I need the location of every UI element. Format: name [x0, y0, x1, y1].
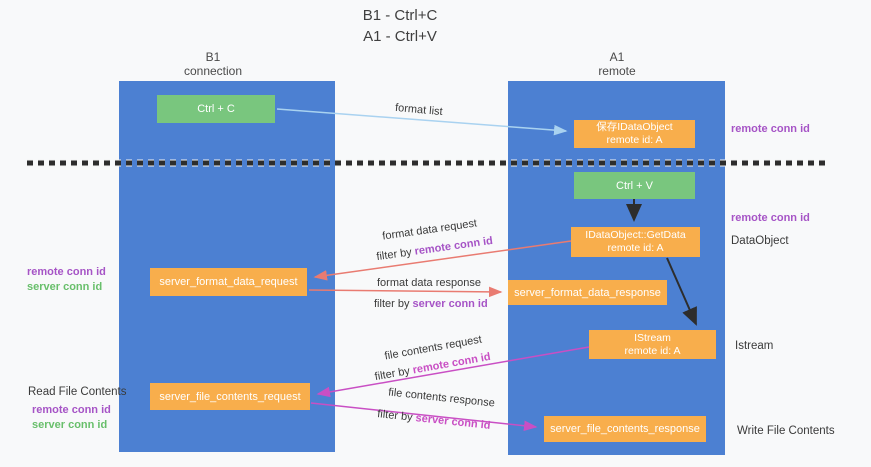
node-istream-line2: remote id: A — [624, 344, 681, 357]
lane-b1-role: connection — [183, 64, 243, 78]
filter-prefix: filter by — [373, 364, 414, 384]
filter-key-server-conn-id: server conn id — [412, 298, 488, 310]
label-right-remote-conn-id-top: remote conn id — [731, 123, 810, 135]
node-istream-line1: IStream — [634, 331, 671, 344]
filter-key-server-conn-id: server conn id — [414, 412, 492, 432]
arrow-format-data-response — [308, 286, 503, 298]
label-right-remote-conn-id-mid: remote conn id — [731, 212, 810, 224]
lane-b1-name: B1 — [205, 50, 221, 64]
title-line-2: A1 - Ctrl+V — [363, 28, 437, 45]
title-line-1: B1 - Ctrl+C — [362, 7, 438, 24]
label-read-file-contents: Read File Contents — [28, 386, 127, 398]
label-left-conn-ids-bottom: remote conn id server conn id — [32, 403, 111, 433]
node-getdata-line1: IDataObject::GetData — [585, 229, 686, 241]
node-ctrl-c: Ctrl + C — [157, 95, 275, 123]
label-left-conn-ids-top: remote conn id server conn id — [27, 265, 106, 295]
node-idataobject-getdata: IDataObject::GetData remote id: A — [571, 227, 700, 257]
label-istream: Istream — [735, 340, 774, 352]
node-server-file-contents-request: server_file_contents_request — [150, 383, 310, 410]
label-file-contents-response-filter: filter by server conn id — [377, 408, 491, 432]
lane-a1-name: A1 — [609, 50, 625, 64]
node-save-idataobject: 保存IDataObject remote id: A — [574, 120, 695, 148]
label-left-server-conn-id-bottom: server conn id — [32, 419, 108, 431]
node-ctrl-v: Ctrl + V — [574, 172, 695, 199]
label-write-file-contents: Write File Contents — [737, 425, 835, 437]
node-getdata-line2: remote id: A — [607, 242, 664, 254]
node-format-response-label: server_format_data_response — [514, 286, 661, 299]
node-file-response-label: server_file_contents_response — [550, 423, 700, 435]
node-ctrl-c-label: Ctrl + C — [197, 103, 235, 115]
node-save-idataobject-line2: remote id: A — [606, 134, 663, 146]
filter-prefix: filter by — [374, 298, 413, 310]
label-format-data-response: format data response — [377, 277, 481, 289]
node-file-request-label: server_file_contents_request — [159, 390, 301, 403]
node-server-format-data-request: server_format_data_request — [150, 268, 307, 296]
node-istream: IStream remote id: A — [589, 330, 716, 359]
node-server-format-data-response: server_format_data_response — [508, 280, 667, 305]
label-left-remote-conn-id-top: remote conn id — [27, 266, 106, 278]
node-ctrl-v-label: Ctrl + V — [616, 179, 653, 192]
label-left-remote-conn-id-bottom: remote conn id — [32, 404, 111, 416]
filter-prefix: filter by — [376, 408, 417, 425]
label-format-list: format list — [394, 101, 444, 119]
node-format-request-label: server_format_data_request — [159, 276, 298, 288]
label-file-contents-response: file contents response — [387, 386, 496, 410]
node-server-file-contents-response: server_file_contents_response — [544, 416, 706, 442]
label-dataobject: DataObject — [731, 235, 789, 247]
filter-key-remote-conn-id: remote conn id — [413, 234, 494, 258]
filter-prefix: filter by — [375, 245, 416, 264]
diagram-title: B1 - Ctrl+C A1 - Ctrl+V — [250, 5, 550, 47]
label-left-server-conn-id-top: server conn id — [27, 281, 103, 293]
lane-a1-role: remote — [598, 64, 636, 78]
node-save-idataobject-line1: 保存IDataObject — [596, 121, 673, 133]
lane-header-b1: B1 connection — [143, 50, 283, 78]
lane-header-a1: A1 remote — [547, 50, 687, 78]
label-format-data-response-filter: filter by server conn id — [374, 298, 488, 310]
